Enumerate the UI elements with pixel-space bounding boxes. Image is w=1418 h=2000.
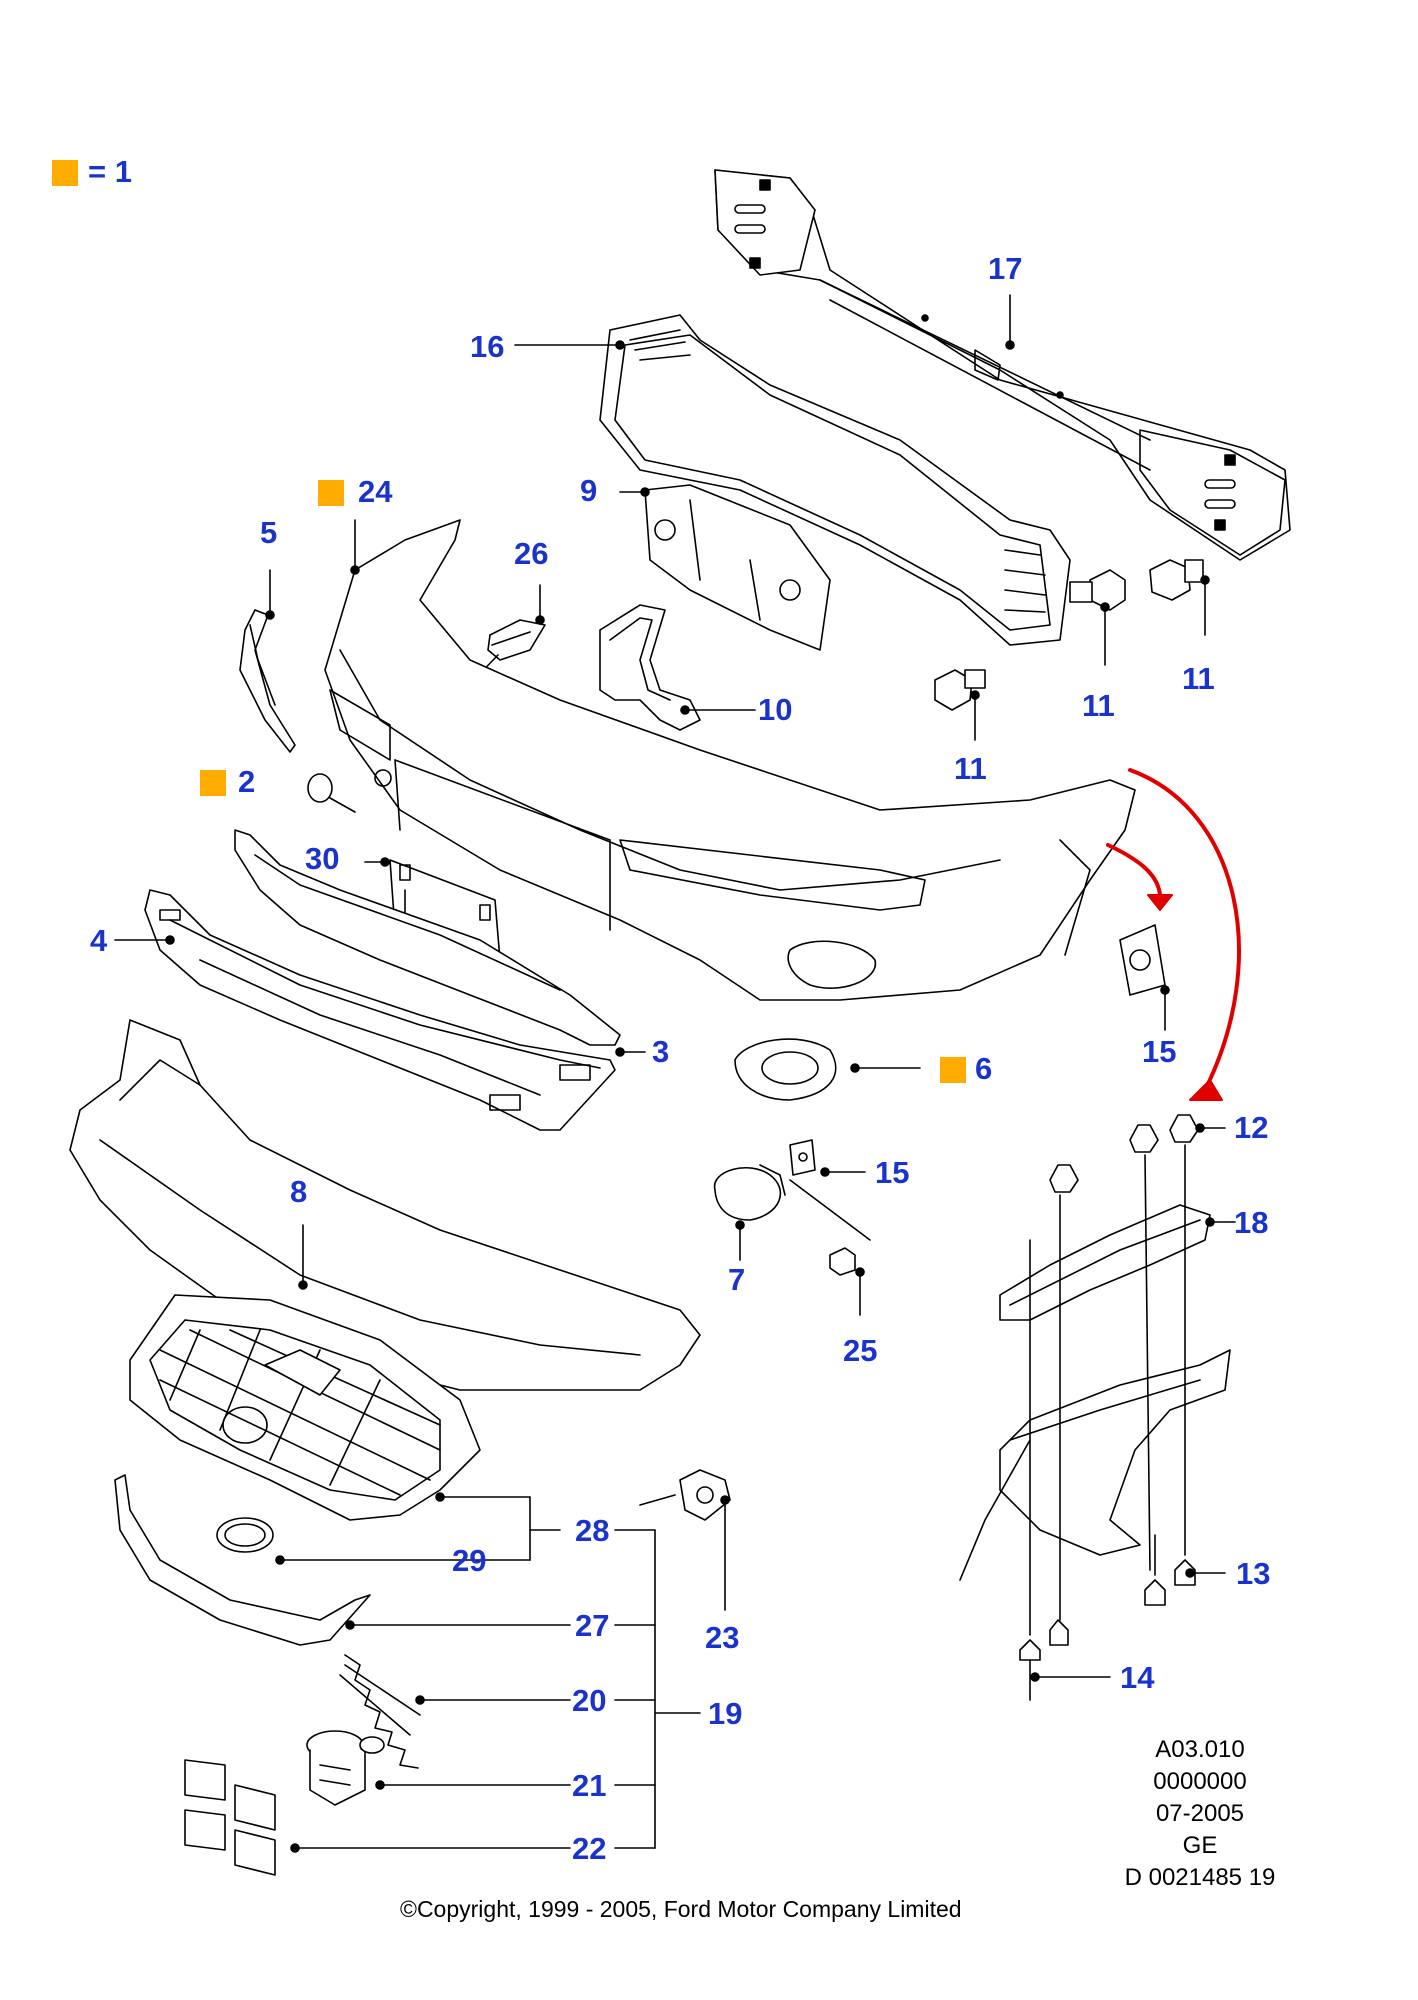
part-23-clip	[640, 1470, 730, 1520]
callout-10: 10	[758, 692, 793, 727]
part-2-clip	[308, 774, 355, 812]
part-24-bumper-cover	[325, 520, 1135, 1000]
part-17-reinforcement-bar	[715, 170, 1290, 560]
callout-20: 20	[572, 1683, 607, 1718]
callout-30: 30	[305, 841, 340, 876]
leader-lines	[114, 294, 1236, 1853]
ref-line-5: D 0021485 19	[1124, 1864, 1276, 1891]
callout-12: 12	[1234, 1110, 1269, 1145]
part-13-bolt-a	[1145, 1535, 1165, 1605]
ref-line-3: 07-2005	[1155, 1800, 1245, 1827]
marker-6	[940, 1057, 966, 1083]
marker-24	[318, 480, 344, 506]
part-11-bolt-b	[1150, 560, 1203, 600]
marker-2	[200, 770, 226, 796]
part-3-upper-grille	[235, 830, 620, 1045]
callout-18: 18	[1234, 1205, 1269, 1240]
copyright-notice: ©Copyright, 1999 - 2005, Ford Motor Comp…	[400, 1896, 962, 1922]
callout-21: 21	[572, 1768, 607, 1803]
part-15-clip-nut-a	[1120, 925, 1165, 995]
callout-5: 5	[260, 515, 278, 550]
callout-16: 16	[470, 329, 505, 364]
callout-9: 9	[580, 473, 598, 508]
part-12-nut-a	[1050, 1165, 1078, 1192]
part-29-badge	[217, 1518, 273, 1552]
callout-11-a: 11	[954, 751, 987, 786]
legend-marker	[52, 160, 78, 186]
callout-28: 28	[575, 1513, 610, 1548]
callout-4: 4	[90, 923, 108, 958]
callout-8: 8	[290, 1174, 308, 1209]
part-10-clip	[600, 605, 700, 730]
ref-line-1: A03.010	[1155, 1736, 1245, 1763]
callout-22: 22	[572, 1831, 607, 1866]
callout-14: 14	[1120, 1660, 1155, 1695]
callout-2: 2	[238, 764, 256, 799]
part-22-pads	[185, 1760, 275, 1875]
part-27-grille-trim	[115, 1475, 370, 1645]
part-7-fog-lamp	[715, 1165, 870, 1240]
part-11-bolt-c	[935, 670, 985, 710]
callout-17: 17	[988, 251, 1023, 286]
callout-23: 23	[705, 1620, 740, 1655]
callout-11-c: 11	[1182, 661, 1215, 696]
callout-26: 26	[514, 536, 549, 571]
ref-line-2: 0000000	[1153, 1768, 1247, 1795]
part-9-bracket	[645, 485, 830, 650]
part-16-crash-beam	[600, 315, 1070, 645]
part-6-fog-bezel	[735, 1039, 836, 1100]
part-21-clip	[307, 1731, 384, 1805]
part-11-bolt-a	[1070, 570, 1125, 610]
part-25-screw	[830, 1248, 855, 1275]
ref-line-4: GE	[1182, 1832, 1218, 1859]
part-5-side-moulding	[240, 610, 295, 752]
part-14-rivet	[1020, 1620, 1068, 1700]
part-12-nut-b	[1130, 1125, 1158, 1152]
part-18-bracket	[1000, 1205, 1210, 1320]
callout-6: 6	[975, 1051, 993, 1086]
part-splash-shield	[960, 1350, 1230, 1580]
callout-15-b: 15	[875, 1155, 910, 1190]
callout-29: 29	[452, 1543, 487, 1578]
callout-11-b: 11	[1082, 688, 1115, 723]
callout-13: 13	[1236, 1556, 1271, 1591]
part-20-spring	[340, 1655, 420, 1768]
callout-19: 19	[708, 1696, 743, 1731]
part-15-clip-nut-b	[790, 1140, 815, 1175]
callout-7: 7	[728, 1262, 746, 1297]
callout-3: 3	[652, 1034, 670, 1069]
part-28-radiator-grille	[130, 1295, 480, 1520]
part-12-nut-c	[1170, 1115, 1198, 1142]
part-4-lower-grille	[145, 890, 615, 1130]
callout-25: 25	[843, 1333, 878, 1368]
callout-27: 27	[575, 1608, 610, 1643]
callout-24: 24	[358, 474, 393, 509]
part-13-bolt-b	[1175, 1560, 1195, 1585]
assembly-arrows	[1106, 768, 1241, 1101]
legend-text: = 1	[88, 154, 132, 189]
callout-15-a: 15	[1142, 1034, 1177, 1069]
